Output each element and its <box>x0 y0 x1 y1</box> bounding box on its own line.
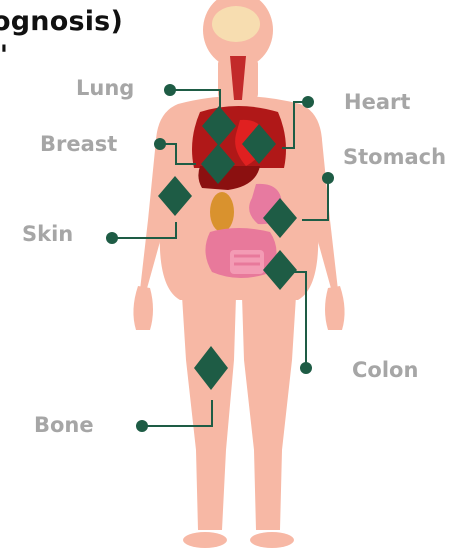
stomach-label: Stomach <box>343 145 446 169</box>
lung-label: Lung <box>76 76 134 100</box>
stomach-dot <box>322 172 334 184</box>
heart-label: Heart <box>344 90 410 114</box>
bone-dot <box>136 420 148 432</box>
colon-label: Colon <box>352 358 418 382</box>
lung-dot <box>164 84 176 96</box>
skin-label: Skin <box>22 222 73 246</box>
kidney-organ <box>210 192 234 232</box>
skin-dot <box>106 232 118 244</box>
heart-dot <box>302 96 314 108</box>
bone-label: Bone <box>34 413 94 437</box>
colon-dot <box>300 362 312 374</box>
breast-dot <box>154 138 166 150</box>
breast-label: Breast <box>40 132 117 156</box>
brain-organ <box>212 6 260 42</box>
